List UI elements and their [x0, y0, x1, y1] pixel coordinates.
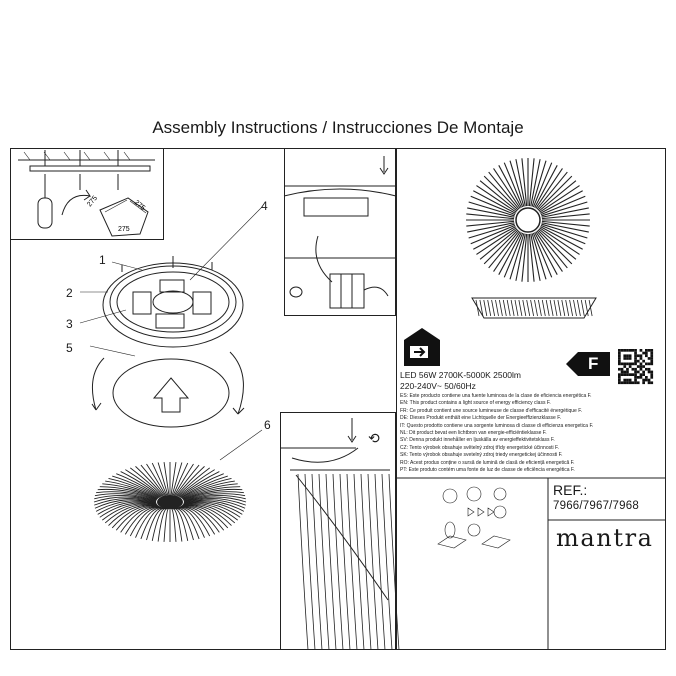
base-plate-drawing: [102, 256, 244, 348]
dimension-label: 275: [118, 226, 130, 233]
dimension-label: 275: [133, 199, 147, 212]
brand-logo: mantra: [556, 524, 654, 552]
bottom-border: [10, 649, 396, 650]
shade-detail-drawing: [280, 418, 400, 651]
wiring-drawing: [283, 156, 397, 309]
step-number: 6: [264, 418, 271, 432]
energy-statement-line: CZ: Tento výrobek obsahuje světelný zdro…: [400, 444, 559, 451]
diffuser-drawing: [91, 351, 245, 428]
energy-statement-line: PT: Este produto contém uma fonte de luz…: [400, 467, 575, 474]
energy-statement-line: FR: Ce produit contient une source lumin…: [400, 407, 583, 414]
energy-statement-line: IT: Questo prodotto contiene una sorgent…: [400, 422, 594, 429]
energy-statement-line: EN: This product contains a light source…: [400, 400, 551, 407]
energy-statements: ES: Este producto contiene una fuente lu…: [400, 393, 593, 474]
spec-line: LED 56W 2700K-5000K 2500lm: [400, 370, 521, 380]
shade-drawing: [93, 462, 247, 542]
frequency-spec: 50/60Hz: [444, 381, 476, 391]
product-top-drawing: [466, 158, 590, 282]
energy-statement-line: ES: Este producto contiene una fuente lu…: [400, 393, 592, 399]
page-title: Assembly Instructions / Instrucciones De…: [152, 118, 524, 137]
reference-numbers: 7966/7967/7968: [553, 500, 639, 512]
usage-icons: [437, 486, 511, 549]
house-arrow-icon: [402, 328, 442, 366]
voltage-spec: 220-240V~: [400, 381, 442, 391]
step-number: 1: [99, 253, 106, 267]
energy-statement-line: SV: Denna produkt innehåller en ljuskäll…: [400, 437, 555, 444]
rotate-icon: ⟲: [368, 430, 380, 446]
step-number: 5: [66, 341, 73, 355]
step-number: 3: [66, 317, 73, 331]
energy-class-badge: F: [566, 352, 610, 376]
energy-statement-line: SK: Tento výrobok obsahuje svetelný zdro…: [400, 452, 563, 459]
spec-line: 220-240V~ 50/60Hz: [400, 381, 476, 391]
power-spec: LED 56W: [400, 370, 437, 380]
step-number: 4: [261, 199, 268, 213]
product-side-drawing: [471, 297, 597, 319]
qr-code-icon: [618, 349, 654, 385]
ceiling-mount-drawing: [18, 150, 155, 237]
reference-label: REF.:: [553, 482, 588, 498]
energy-class-letter: F: [588, 354, 599, 373]
lumens-spec: 2500lm: [493, 370, 522, 380]
energy-statement-line: DE: Dieses Produkt enthält eine Lichtque…: [400, 415, 562, 422]
panel-info: [396, 148, 666, 650]
left-border: [10, 148, 11, 650]
energy-statement-line: NL: Dit product bevat een lichtbron van …: [400, 430, 547, 437]
top-border: [10, 148, 396, 149]
energy-statement-line: RO: Acest produs conține o sursă de lumi…: [400, 459, 575, 466]
color-temp-spec: 2700K-5000K: [438, 370, 491, 380]
step-number: 2: [66, 286, 73, 300]
